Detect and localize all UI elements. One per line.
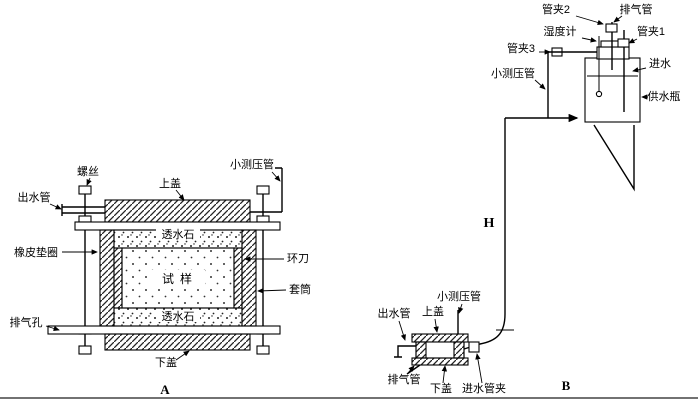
nut-bottom-left: [78, 345, 92, 355]
inlet-clamp-label: 进水管夹: [462, 381, 506, 395]
clamp1-label: 管夹1: [637, 24, 665, 38]
label-bg: [147, 270, 205, 285]
supply-bottle-label: 供水瓶: [648, 89, 681, 103]
ring-cutter-right: [233, 247, 243, 309]
nut-bottom-right: [256, 345, 270, 355]
piezometer-label-a: 小测压管: [230, 157, 274, 171]
label-bg: [156, 310, 200, 322]
outlet-leader-a: [49, 203, 62, 210]
clamp1-body: [617, 38, 630, 48]
washer-top-left: [78, 215, 92, 223]
porous-stone-bottom-label: 透水石: [162, 310, 195, 323]
cell-piezometer-label: 小测压管: [437, 289, 481, 303]
label-bg: [156, 228, 200, 240]
sleeve-wall-right: [241, 229, 257, 327]
hygrometer-leader: [581, 37, 597, 43]
ring-cutter-label: 环刀: [287, 253, 309, 265]
bottom-flange: [47, 325, 281, 335]
stand-bracket: [593, 124, 635, 192]
thermometer-bulb: [595, 90, 603, 98]
cell-exhaust-label: 排气管: [388, 372, 421, 386]
outlet-pipe-label-a: 出水管: [18, 190, 51, 204]
cell-outlet-label: 出水管: [378, 306, 411, 320]
piezometer-leader-a: [271, 171, 281, 182]
bottom-cover-label-a: 下盖: [155, 355, 177, 369]
screw-label: 螺丝: [77, 165, 99, 178]
vent-hole-leader: [45, 325, 60, 331]
porous-stone-top-label: 透水石: [162, 228, 195, 241]
sleeve-wall-left: [99, 229, 115, 327]
cell-bottom-cover-label: 下盖: [430, 381, 452, 395]
permeameter-section-a: 透水石 试样 透水石 螺丝 出水管 上盖 小测压管 环刀 套筒 橡皮垫圈 排气孔…: [10, 157, 312, 397]
exhaust-pipe-label: 排气管: [620, 2, 653, 16]
cell-top-cover-leader: [433, 318, 439, 333]
top-cover-label-a: 上盖: [159, 176, 181, 190]
water-inlet-leader: [632, 67, 647, 73]
cell-top-cover: [411, 333, 469, 343]
cell-piezometer-leader: [458, 303, 464, 314]
bottom-cover-leader-a: [175, 350, 190, 361]
clamp2-label: 管夹2: [542, 2, 570, 16]
sleeve-label: 套筒: [289, 282, 311, 296]
supply-system-b: H 管夹2 排气管 湿度计 管夹1 进水 管夹3 小测压管 供水瓶 出水管: [378, 2, 681, 395]
cell-top-cover-label: 上盖: [422, 304, 444, 318]
cell-body-left-block: [415, 341, 427, 359]
inlet-clamp-body: [468, 341, 480, 353]
piezometer-tube-a: [250, 167, 283, 213]
caption-a: A: [160, 382, 170, 397]
cell-exhaust-leader: [407, 365, 415, 374]
piezometer-upper-leader: [534, 79, 546, 90]
screw-leader: [86, 177, 92, 186]
water-inlet-label: 进水: [649, 57, 671, 70]
standpipe-tube: [463, 118, 506, 350]
clamp1-leader: [628, 38, 638, 44]
washer-top-right: [256, 215, 270, 223]
clamp2-body: [605, 23, 618, 33]
top-cover-leader-a: [175, 189, 185, 201]
bottom-cover-plate: [104, 333, 251, 351]
inlet-clamp-leader: [475, 353, 483, 384]
cell-outlet-pipe: [394, 345, 416, 358]
vent-hole-label: 排气孔: [10, 315, 43, 329]
outlet-pipe-a: [61, 204, 105, 216]
cell-body-right-block: [453, 341, 465, 359]
clamp2-leader: [575, 15, 604, 26]
sleeve-leader: [257, 288, 287, 294]
clamp3-label: 管夹3: [507, 41, 535, 55]
exhaust-pipe-leader: [613, 15, 623, 23]
specimen-label: 试样: [162, 271, 198, 286]
nut-top-right: [256, 185, 270, 195]
nut-top-left: [78, 185, 92, 195]
cell-bottom-cover: [411, 357, 469, 366]
caption-b: B: [562, 378, 571, 393]
head-label: H: [484, 216, 495, 231]
cell-bottom-cover-leader: [441, 365, 448, 384]
top-cover-plate: [104, 199, 251, 223]
hygrometer-label: 湿度计: [544, 24, 577, 38]
piezometer-upper-label: 小测压管: [491, 66, 535, 80]
ring-cutter-left: [113, 247, 123, 309]
rubber-gasket-label: 橡皮垫圈: [14, 245, 58, 259]
cell-outlet-leader: [398, 320, 406, 341]
